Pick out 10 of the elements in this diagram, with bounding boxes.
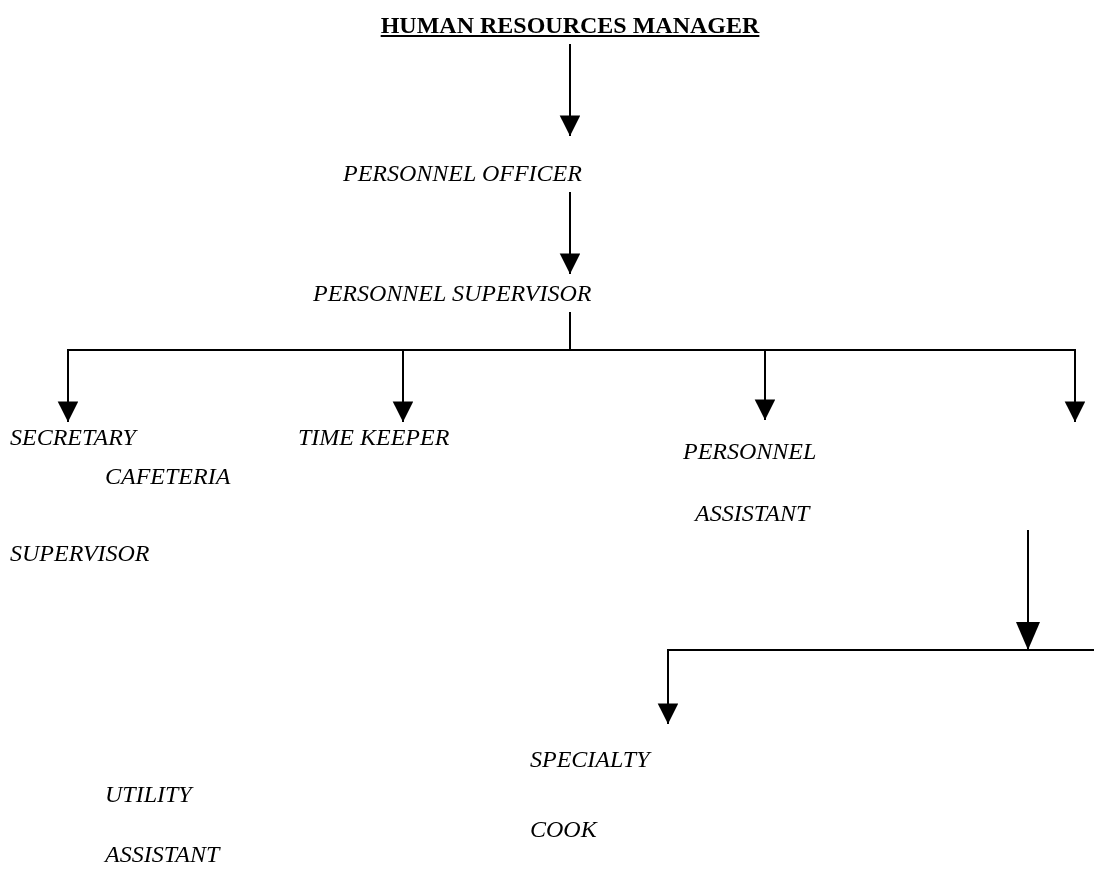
- role-title: PERSONNEL ASSISTANT: [683, 420, 843, 544]
- role-title: SPECIALTY COOK: [530, 724, 680, 864]
- role-title: TIME KEEPER: [298, 422, 498, 452]
- role-title: HUMAN RESOURCES MANAGER: [360, 8, 780, 42]
- role-title: PERSONNEL SUPERVISOR: [313, 274, 623, 310]
- role-title: SECRETARY: [10, 422, 190, 452]
- role-label: CAFETERIA: [105, 462, 232, 491]
- role-label: UTILITY ASSISTANT: [105, 780, 222, 869]
- role-label: SUPERVISOR: [10, 539, 151, 568]
- role-title: PERSONNEL OFFICER: [343, 136, 603, 190]
